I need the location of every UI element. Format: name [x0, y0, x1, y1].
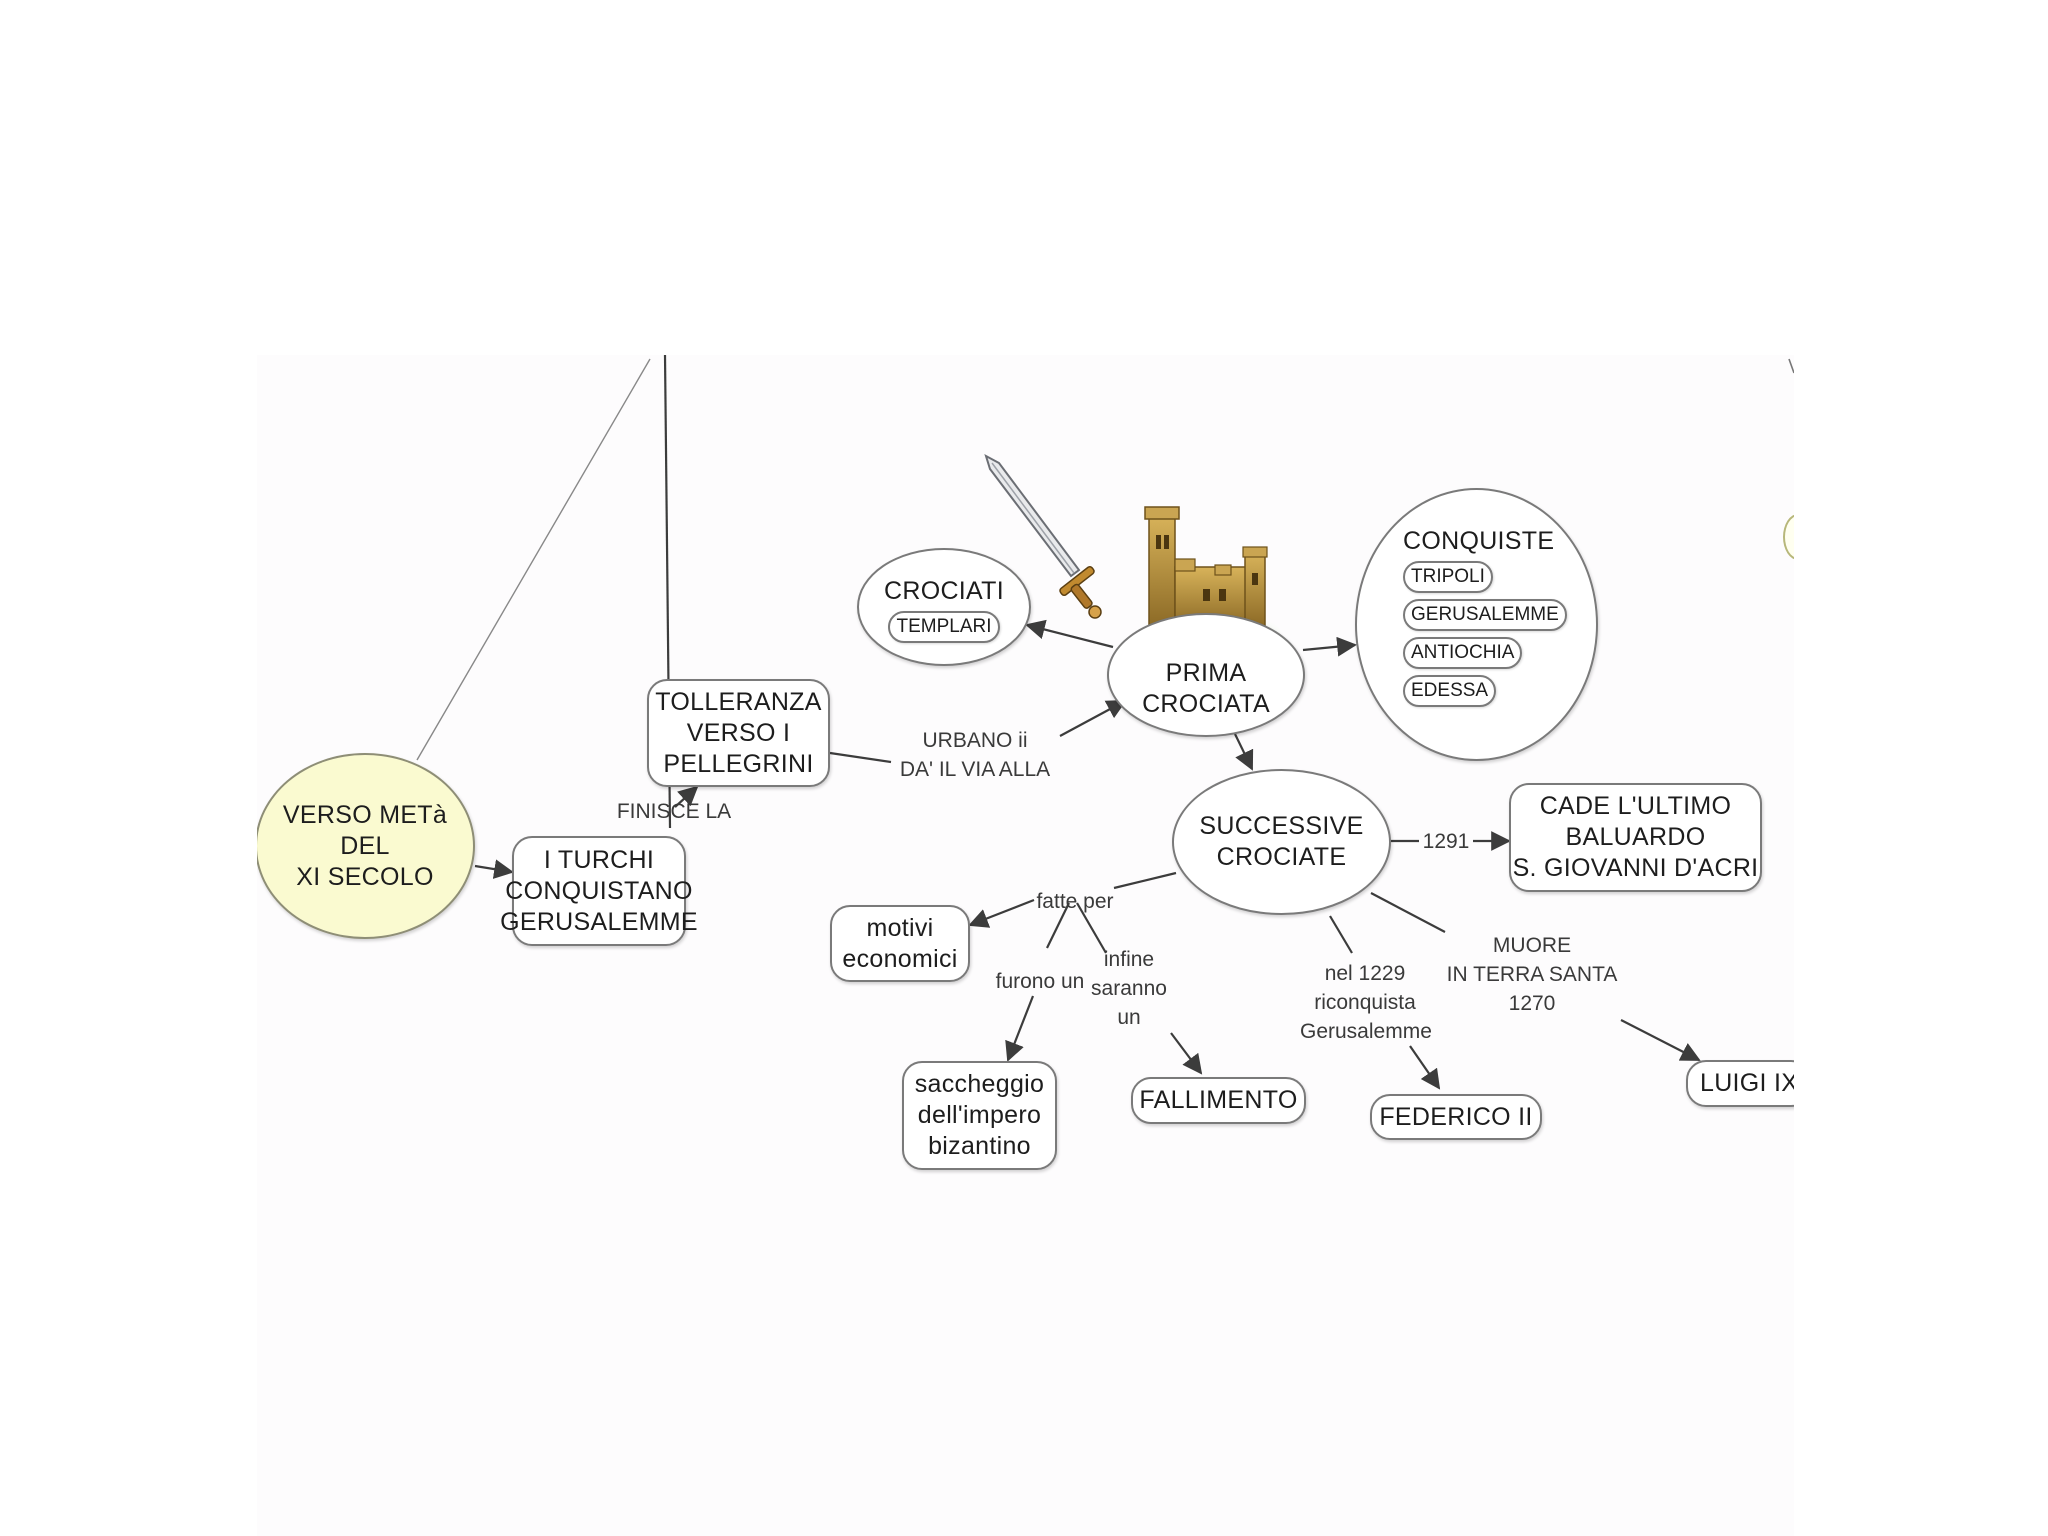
link-1291: 1291 — [1422, 830, 1470, 853]
sword-icon — [984, 453, 1102, 619]
link-urbano: URBANO ii DA' IL VIA ALLA — [899, 729, 1051, 781]
node-federico-text: FEDERICO II — [1379, 1102, 1533, 1131]
node-cade-ultimo-text: CADE L'ULTIMO BALUARDO S. GIOVANNI D'ACR… — [1512, 792, 1759, 882]
node-motivi-economici-text: motivi economici — [842, 913, 958, 973]
node-conquiste-text: CONQUISTE — [1403, 527, 1555, 555]
node-prima-crociata[interactable]: PRIMA CROCIATA — [1107, 613, 1305, 737]
concept-map: VERSO METà DEL XI SECOLO I TURCHI CONQUI… — [257, 355, 1794, 1536]
link-finisce-la: FINISCE LA — [616, 800, 732, 823]
edge-offscreen-right — [1788, 358, 1794, 374]
node-turchi[interactable]: I TURCHI CONQUISTANO GERUSALEMME — [500, 836, 698, 946]
node-saccheggio[interactable]: saccheggio dell'impero bizantino — [902, 1061, 1057, 1170]
node-successive-crociate-text: SUCCESSIVE CROCIATE — [1199, 812, 1364, 871]
link-muore: MUORE IN TERRA SANTA 1270 — [1446, 934, 1618, 1015]
edge-urbano-prima — [1059, 700, 1127, 737]
edge-furono-saccheggio — [1005, 995, 1035, 1062]
node-fallimento[interactable]: FALLIMENTO — [1131, 1077, 1306, 1124]
chip-tripoli[interactable]: TRIPOLI — [1403, 561, 1493, 593]
edge-fatte-infine — [1076, 902, 1107, 954]
edge-fatte-motivi — [968, 898, 1035, 928]
node-prima-crociata-text: PRIMA CROCIATA — [1142, 659, 1270, 718]
node-conquiste[interactable]: CONQUISTE TRIPOLI GERUSALEMME ANTIOCHIA … — [1355, 488, 1598, 761]
node-crociati[interactable]: CROCIATI TEMPLARI — [857, 548, 1031, 666]
edge-tolleranza-urbano — [829, 751, 892, 764]
chip-antiochia[interactable]: ANTIOCHIA — [1403, 637, 1523, 669]
chip-edessa[interactable]: EDESSA — [1403, 675, 1497, 707]
edge-nel1229-federico — [1409, 1045, 1441, 1090]
node-successive-crociate[interactable]: SUCCESSIVE CROCIATE — [1172, 769, 1391, 915]
edge-finisce-tolleranza — [674, 785, 699, 808]
link-furono-un: furono un — [995, 970, 1085, 993]
edge-successive-muore — [1370, 892, 1446, 933]
edge-root-turchi — [474, 859, 514, 879]
node-saccheggio-text: saccheggio dell'impero bizantino — [914, 1070, 1045, 1160]
edge-prima-conquiste — [1302, 636, 1357, 657]
edge-infine-fallimento — [1170, 1032, 1203, 1075]
node-motivi-economici[interactable]: motivi economici — [830, 905, 970, 982]
edge-fatte-furono — [1046, 902, 1070, 949]
link-fatte-per: fatte per — [1036, 890, 1114, 913]
chip-templari[interactable]: TEMPLARI — [888, 610, 1000, 643]
node-federico[interactable]: FEDERICO II — [1370, 1094, 1542, 1140]
edge-prima-crociati — [1025, 619, 1114, 649]
node-turchi-text: I TURCHI CONQUISTANO GERUSALEMME — [500, 845, 698, 936]
node-tolleranza[interactable]: TOLLERANZA VERSO I PELLEGRINI — [647, 679, 830, 787]
node-fallimento-text: FALLIMENTO — [1139, 1086, 1298, 1114]
node-luigi[interactable]: LUIGI IX — [1686, 1060, 1794, 1107]
edge-prima-successive — [1234, 733, 1254, 771]
edge-successive-fatte — [1113, 871, 1177, 890]
edge-offscreen — [416, 358, 651, 761]
node-luigi-text: LUIGI IX — [1700, 1069, 1794, 1097]
node-tolleranza-text: TOLLERANZA VERSO I PELLEGRINI — [655, 687, 822, 778]
node-verso-meta-text: VERSO METà DEL XI SECOLO — [282, 800, 448, 891]
node-crociati-text: CROCIATI — [884, 576, 1004, 605]
link-infine: infine saranno un — [1091, 948, 1167, 1029]
node-cade-ultimo[interactable]: CADE L'ULTIMO BALUARDO S. GIOVANNI D'ACR… — [1509, 783, 1762, 892]
node-verso-meta[interactable]: VERSO METà DEL XI SECOLO — [257, 753, 475, 939]
link-nel-1229: nel 1229 riconquista Gerusalemme — [1300, 962, 1432, 1043]
edge-successive-nel1229 — [1329, 915, 1353, 954]
chip-gerusalemme[interactable]: GERUSALEMME — [1403, 599, 1567, 631]
edge-muore-luigi — [1620, 1019, 1701, 1061]
